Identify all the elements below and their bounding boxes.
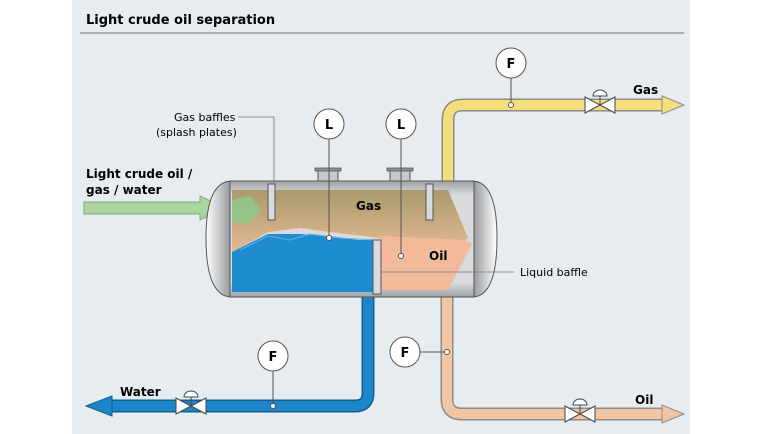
gas-outlet-line: [441, 95, 686, 183]
level-nozzle-2: [389, 169, 411, 182]
gas-baffles-label-line2: (splash plates): [156, 126, 237, 139]
gas-flow-tap: [508, 102, 514, 108]
oil-flow-instrument: [389, 336, 421, 368]
water-flow-label: F: [269, 350, 278, 365]
level-instrument-1: [313, 108, 345, 140]
level-nozzle-1: [317, 169, 339, 182]
water-flow-instrument: [257, 340, 289, 372]
water-zone: [232, 234, 375, 292]
oil-flow-tap: [444, 349, 450, 355]
liquid-baffle: [372, 239, 382, 295]
inlet-label-line1: Light crude oil /: [86, 167, 193, 181]
gas-outlet-label: Gas: [633, 83, 658, 97]
inlet-label-line2: gas / water: [86, 183, 162, 197]
oil-flow-label: F: [401, 346, 410, 361]
water-outlet-line: [84, 292, 375, 417]
liquid-baffle-label: Liquid baffle: [520, 266, 588, 279]
gas-flow-label: F: [507, 57, 516, 72]
water-outlet-label: Water: [120, 385, 161, 399]
level-instrument-1-label: L: [325, 118, 333, 133]
oil-zone-label: Oil: [429, 249, 447, 263]
water-outlet-arrow: [84, 395, 113, 417]
gas-baffles-label-line1: Gas baffles: [174, 111, 236, 124]
gas-baffle-right: [425, 183, 434, 221]
separator-vessel: [205, 167, 498, 298]
gas-baffles-leader: [238, 116, 275, 184]
level-tap-1: [326, 235, 332, 241]
oil-outlet-arrow: [661, 404, 686, 424]
oil-zone: [380, 236, 472, 290]
water-flow-tap: [270, 403, 276, 409]
level-instrument-2-label: L: [397, 118, 405, 133]
gas-outlet-arrow: [661, 95, 686, 115]
oil-outlet-line: [440, 292, 686, 424]
gas-zone: [232, 190, 468, 252]
level-instrument-2: [385, 108, 417, 140]
gas-baffle-left: [267, 183, 276, 221]
gas-flow-instrument: [495, 47, 527, 79]
gas-zone-label: Gas: [356, 199, 381, 213]
level-tap-2: [398, 253, 404, 259]
oil-outlet-label: Oil: [635, 393, 653, 407]
oil-valve-icon[interactable]: [564, 398, 596, 423]
diagram-title: Light crude oil separation: [86, 13, 275, 28]
gas-valve-icon[interactable]: [584, 89, 616, 114]
water-valve-icon[interactable]: [175, 390, 207, 415]
